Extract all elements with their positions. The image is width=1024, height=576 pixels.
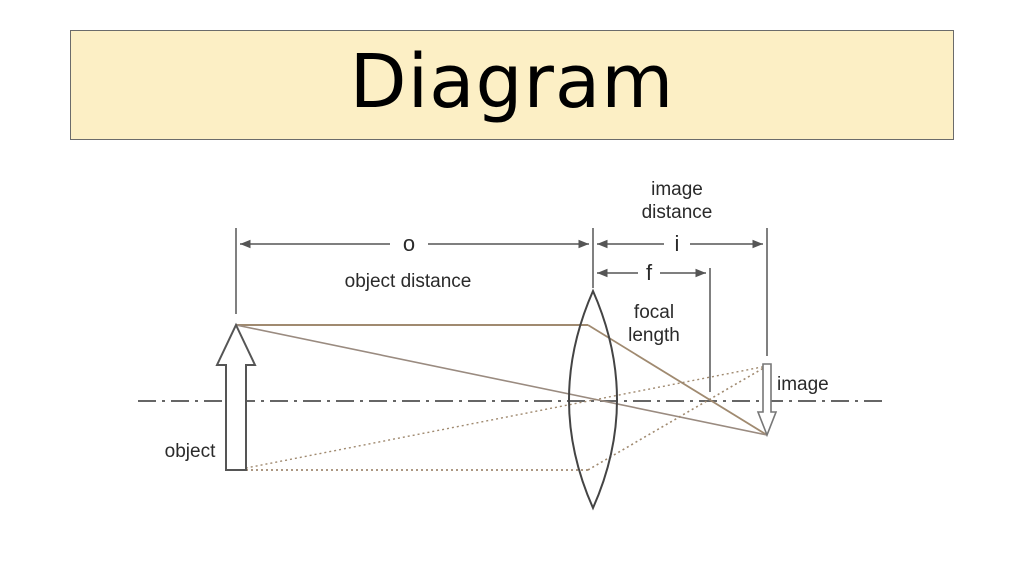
image-distance-symbol: i xyxy=(675,231,680,256)
bottom-chief-ray xyxy=(235,365,768,471)
focal-length-label-line1: focal xyxy=(634,302,674,323)
convex-lens xyxy=(568,288,618,511)
object-distance-label: object distance xyxy=(345,271,472,292)
focal-symbol: f xyxy=(646,260,653,285)
slide-title: Diagram xyxy=(349,39,675,125)
object-arrow xyxy=(215,322,257,471)
image-distance-label-line2: distance xyxy=(642,202,713,223)
image-label: image xyxy=(777,374,829,395)
object-distance-symbol: o xyxy=(403,231,415,256)
image-arrow xyxy=(756,363,778,438)
title-banner: Diagram xyxy=(70,30,954,140)
image-distance-label-line1: image xyxy=(651,179,703,200)
focal-length-label-line2: length xyxy=(628,325,680,346)
refracted-ray xyxy=(587,324,768,436)
object-label: object xyxy=(165,441,216,462)
